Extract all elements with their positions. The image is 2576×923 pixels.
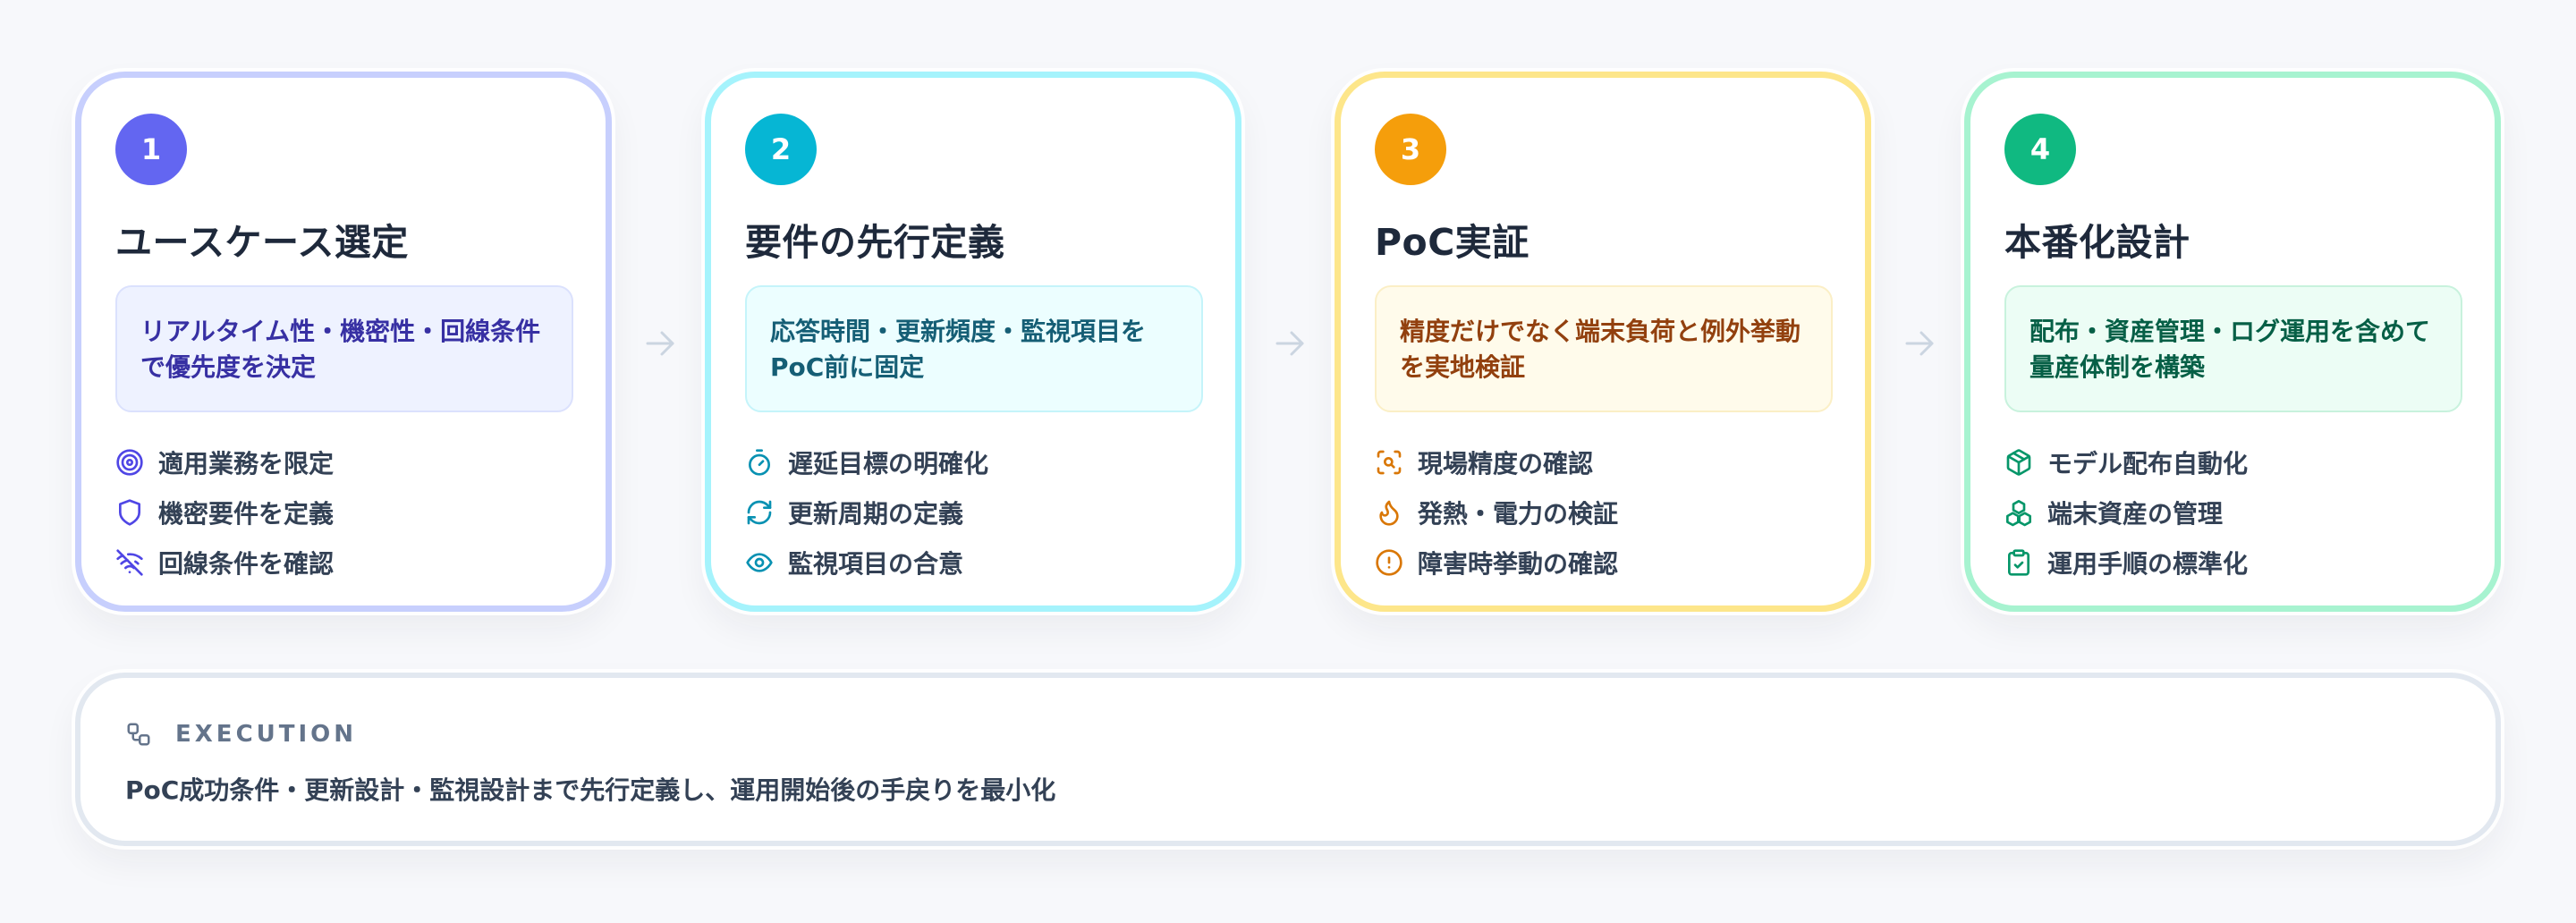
step-number-badge: 4 bbox=[2004, 114, 2076, 185]
step-checklist: 遅延目標の明確化 更新周期の定義 監視項目の合意 bbox=[745, 437, 988, 588]
target-icon bbox=[115, 448, 144, 477]
step-number-badge: 2 bbox=[745, 114, 817, 185]
arrow-right-icon bbox=[642, 327, 678, 360]
list-item-label: 更新周期の定義 bbox=[788, 499, 964, 529]
step-description: 応答時間・更新頻度・監視項目をPoC前に固定 bbox=[745, 285, 1203, 412]
list-item: 障害時挙動の確認 bbox=[1375, 538, 1618, 588]
step-description: リアルタイム性・機密性・回線条件で優先度を決定 bbox=[115, 285, 573, 412]
list-item-label: 現場精度の確認 bbox=[1418, 449, 1594, 478]
execution-header: EXECUTION bbox=[125, 721, 357, 748]
list-item: 端末資産の管理 bbox=[2004, 487, 2248, 538]
step-title: ユースケース選定 bbox=[115, 221, 409, 264]
execution-label: EXECUTION bbox=[175, 721, 358, 748]
alert-circle-icon bbox=[1375, 548, 1403, 577]
wifi-off-icon bbox=[115, 548, 144, 577]
step-card-3: 3 PoC実証 精度だけでなく端末負荷と例外挙動を実地検証 現場精度の確認 発熱… bbox=[1335, 72, 1871, 612]
list-item-label: 機密要件を定義 bbox=[158, 499, 335, 529]
list-item-label: モデル配布自動化 bbox=[2047, 449, 2249, 478]
list-item: 運用手順の標準化 bbox=[2004, 538, 2248, 588]
step-checklist: モデル配布自動化 端末資産の管理 運用手順の標準化 bbox=[2004, 437, 2248, 588]
workflow-icon bbox=[125, 721, 152, 748]
list-item-label: 適用業務を限定 bbox=[158, 449, 335, 478]
clipboard-check-icon bbox=[2004, 548, 2033, 577]
list-item: モデル配布自動化 bbox=[2004, 437, 2248, 487]
arrow-right-icon bbox=[1272, 327, 1308, 360]
step-checklist: 現場精度の確認 発熱・電力の検証 障害時挙動の確認 bbox=[1375, 437, 1618, 588]
step-card-4: 4 本番化設計 配布・資産管理・ログ運用を含めて量産体制を構築 モデル配布自動化… bbox=[1964, 72, 2501, 612]
list-item: 適用業務を限定 bbox=[115, 437, 334, 487]
execution-panel: EXECUTION PoC成功条件・更新設計・監視設計まで先行定義し、運用開始後… bbox=[75, 673, 2501, 846]
list-item: 機密要件を定義 bbox=[115, 487, 334, 538]
scan-search-icon bbox=[1375, 448, 1403, 477]
step-title: 要件の先行定義 bbox=[745, 221, 1005, 264]
list-item: 回線条件を確認 bbox=[115, 538, 334, 588]
list-item-label: 発熱・電力の検証 bbox=[1418, 499, 1619, 529]
list-item-label: 運用手順の標準化 bbox=[2047, 549, 2249, 579]
step-number-badge: 3 bbox=[1375, 114, 1446, 185]
step-checklist: 適用業務を限定 機密要件を定義 回線条件を確認 bbox=[115, 437, 334, 588]
flame-icon bbox=[1375, 498, 1403, 527]
package-icon bbox=[2004, 448, 2033, 477]
list-item-label: 回線条件を確認 bbox=[158, 549, 335, 579]
list-item: 更新周期の定義 bbox=[745, 487, 988, 538]
boxes-icon bbox=[2004, 498, 2033, 527]
refresh-icon bbox=[745, 498, 774, 527]
step-title: PoC実証 bbox=[1375, 221, 1530, 264]
step-description: 精度だけでなく端末負荷と例外挙動を実地検証 bbox=[1375, 285, 1833, 412]
list-item: 遅延目標の明確化 bbox=[745, 437, 988, 487]
eye-icon bbox=[745, 548, 774, 577]
list-item: 監視項目の合意 bbox=[745, 538, 988, 588]
arrow-right-icon bbox=[1902, 327, 1937, 360]
list-item-label: 遅延目標の明確化 bbox=[788, 449, 989, 478]
list-item-label: 障害時挙動の確認 bbox=[1418, 549, 1619, 579]
shield-icon bbox=[115, 498, 144, 527]
list-item-label: 端末資産の管理 bbox=[2047, 499, 2224, 529]
step-number-badge: 1 bbox=[115, 114, 187, 185]
list-item: 現場精度の確認 bbox=[1375, 437, 1618, 487]
step-title: 本番化設計 bbox=[2004, 221, 2190, 264]
list-item-label: 監視項目の合意 bbox=[788, 549, 964, 579]
execution-summary: PoC成功条件・更新設計・監視設計まで先行定義し、運用開始後の手戻りを最小化 bbox=[125, 775, 1056, 805]
step-description: 配布・資産管理・ログ運用を含めて量産体制を構築 bbox=[2004, 285, 2462, 412]
step-card-1: 1 ユースケース選定 リアルタイム性・機密性・回線条件で優先度を決定 適用業務を… bbox=[75, 72, 612, 612]
timer-icon bbox=[745, 448, 774, 477]
step-card-2: 2 要件の先行定義 応答時間・更新頻度・監視項目をPoC前に固定 遅延目標の明確… bbox=[705, 72, 1241, 612]
list-item: 発熱・電力の検証 bbox=[1375, 487, 1618, 538]
